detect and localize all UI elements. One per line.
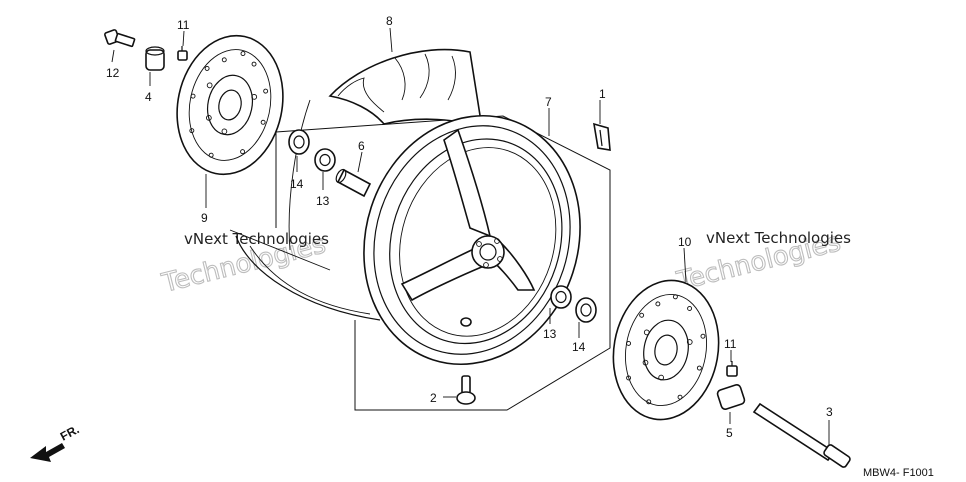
wheel-rim (363, 114, 581, 366)
bearing-14-left (288, 129, 310, 155)
wheel-spokes (400, 128, 536, 327)
callout-5: 5 (726, 426, 733, 440)
callout-14-left: 14 (290, 177, 304, 191)
callout-1: 1 (599, 87, 606, 101)
bearing-14-right (575, 297, 597, 323)
callout-9: 9 (201, 211, 208, 225)
callout-labels: 1 2 3 4 5 6 7 8 9 10 11 11 12 13 13 14 1… (106, 14, 833, 440)
callout-6: 6 (358, 139, 365, 153)
callout-3: 3 (826, 405, 833, 419)
callout-10: 10 (678, 235, 692, 249)
bolt-11-left (177, 46, 188, 61)
seal-13-left (314, 148, 336, 172)
callout-13-left: 13 (316, 194, 330, 208)
watermark-small-text: vNext Technologies (706, 229, 851, 247)
callout-13-right: 13 (543, 327, 557, 341)
front-direction-label: FR. (58, 422, 82, 443)
leader-lines (111, 27, 830, 446)
seal-13-right (550, 285, 572, 309)
bolt-12 (104, 29, 136, 48)
assembly-outline (275, 115, 611, 411)
weight-clip-1 (593, 122, 611, 151)
valve-2 (456, 375, 476, 405)
bolt-11-right (726, 361, 738, 377)
callout-11-left: 11 (177, 18, 190, 32)
callout-12: 12 (106, 66, 120, 80)
front-arrow-icon (30, 443, 65, 462)
brake-disc-left (176, 34, 284, 176)
brake-disc-right (612, 279, 720, 421)
spacer-5 (716, 384, 746, 410)
watermark-right: Technologies vNext Technologies (673, 227, 851, 298)
watermark-small-text: vNext Technologies (184, 230, 329, 248)
callout-8: 8 (386, 14, 393, 28)
axle-3 (752, 402, 851, 468)
callout-14-right: 14 (572, 340, 586, 354)
collar-6 (335, 168, 372, 198)
callout-7: 7 (545, 95, 552, 109)
watermark-left: Technologies vNext Technologies (158, 229, 329, 300)
callout-2: 2 (430, 391, 437, 405)
diagram-code: MBW4- F1001 (863, 467, 934, 479)
callout-11-right: 11 (724, 337, 737, 351)
callout-4: 4 (145, 90, 152, 104)
spacer-4 (145, 46, 165, 71)
front-direction-indicator: FR. (30, 422, 81, 462)
